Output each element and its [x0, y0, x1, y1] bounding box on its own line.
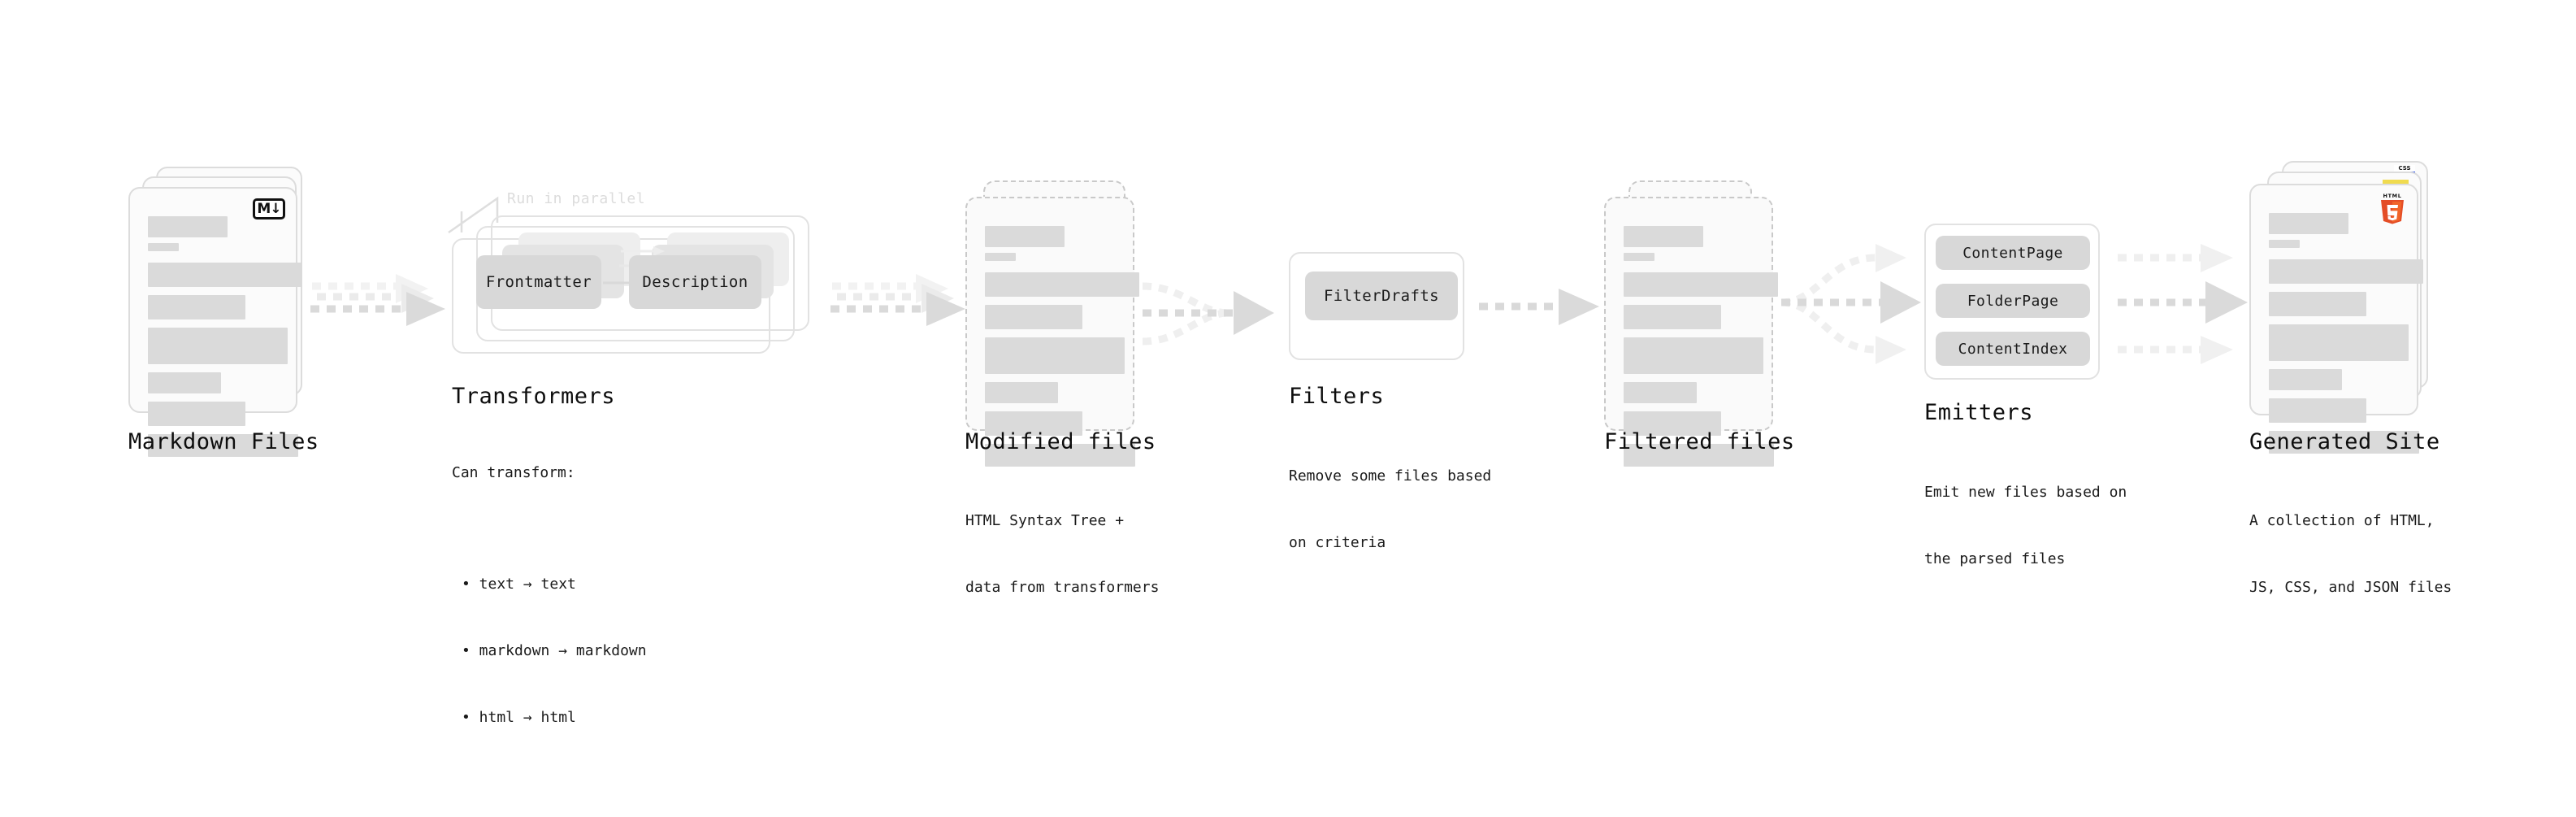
doc-placeholder-bar — [985, 305, 1082, 329]
modified-caption-line-1: HTML Syntax Tree + — [965, 511, 1125, 529]
doc-placeholder-bar — [2269, 431, 2419, 454]
generated-card-front: HTML — [2249, 184, 2423, 454]
emitters-caption-line-1: Emit new files based on — [1924, 483, 2127, 501]
run-in-parallel-label: Run in parallel — [507, 190, 646, 207]
transformers-bullet-list: • text → text • markdown → markdown • ht… — [452, 528, 647, 773]
generated-card-placeholder-lines — [2269, 213, 2423, 454]
doc-placeholder-bar — [148, 328, 288, 364]
emitters-heading: Emitters — [1924, 400, 2034, 425]
filtered-card-placeholder-lines — [1624, 226, 1778, 467]
doc-placeholder-bar — [985, 272, 1139, 297]
doc-placeholder-bar — [148, 243, 179, 251]
doc-placeholder-bar — [1624, 444, 1774, 467]
transformers-caption: Can transform: • text → text • markdown … — [452, 417, 647, 817]
html5-icon: HTML — [2378, 192, 2407, 224]
doc-placeholder-bar — [148, 216, 228, 237]
doc-placeholder-bar — [2269, 398, 2366, 423]
emitter-chip-contentindex[interactable]: ContentIndex — [1936, 332, 2090, 366]
doc-placeholder-bar — [148, 372, 221, 393]
doc-placeholder-bar — [148, 295, 245, 319]
doc-placeholder-bar — [2269, 240, 2300, 248]
arrow-triple-icon — [830, 274, 965, 326]
doc-placeholder-bar — [1624, 272, 1778, 297]
arrow-triple-icon — [310, 274, 445, 326]
transformers-bullet-1: • markdown → markdown — [462, 641, 647, 659]
doc-placeholder-bar — [1624, 305, 1721, 329]
generated-site-heading: Generated Site — [2249, 429, 2440, 454]
emitters-group: ContentPage FolderPage ContentIndex — [1924, 224, 2100, 380]
transformers-group: Run in parallel Frontmatter Description — [448, 190, 826, 364]
markdown-files-stack: M↓ M↓ M↓ — [128, 167, 315, 457]
doc-placeholder-bar — [148, 263, 302, 287]
filters-caption-line-1: Remove some files based — [1289, 467, 1492, 485]
doc-placeholder-bar — [148, 402, 245, 426]
markdown-card-front: M↓ — [128, 187, 302, 457]
doc-placeholder-bar — [985, 226, 1065, 247]
connector-markdown-to-transformers — [310, 272, 449, 350]
arrow-fanout-icon — [1780, 244, 1921, 364]
modified-files-heading: Modified files — [965, 429, 1156, 454]
modified-files-caption: HTML Syntax Tree + data from transformer… — [965, 465, 1159, 643]
doc-placeholder-bar — [985, 253, 1016, 261]
connector-modified-to-filters — [1138, 268, 1288, 366]
emitters-caption: Emit new files based on the parsed files — [1924, 437, 2127, 615]
doc-placeholder-bar — [148, 434, 298, 457]
doc-placeholder-bar — [985, 411, 1082, 436]
doc-placeholder-bar — [985, 444, 1135, 467]
connector-filtered-to-emitters — [1778, 236, 1941, 390]
doc-placeholder-bar — [2269, 213, 2348, 234]
filters-caption: Remove some files based on criteria — [1289, 420, 1491, 598]
transformers-heading: Transformers — [452, 384, 616, 409]
doc-placeholder-bar — [1624, 382, 1697, 403]
emitter-chip-contentpage[interactable]: ContentPage — [1936, 236, 2090, 270]
transformers-bullet-0: • text → text — [462, 575, 576, 593]
markdown-icon: M↓ — [253, 198, 285, 219]
modified-card-front — [965, 197, 1139, 467]
emitters-caption-line-2: the parsed files — [1924, 550, 2066, 567]
modified-card-placeholder-lines — [985, 226, 1139, 467]
pipeline-diagram: M↓ M↓ M↓ Markdown Files Run in parallel — [128, 161, 2452, 726]
modified-files-stack — [965, 180, 1144, 467]
run-in-parallel-bracket-icon — [448, 196, 499, 234]
arrow-single-icon — [1479, 289, 1599, 325]
doc-placeholder-bar — [1624, 226, 1703, 247]
transformers-caption-intro: Can transform: — [452, 463, 575, 481]
doc-placeholder-bar — [2269, 259, 2423, 284]
doc-placeholder-bar — [985, 382, 1058, 403]
generated-site-stack: CSS HTML — [2249, 161, 2436, 454]
doc-placeholder-bar — [1624, 253, 1654, 261]
filters-caption-line-2: on criteria — [1289, 533, 1386, 551]
arrow-merge-icon — [1142, 282, 1274, 345]
doc-placeholder-bar — [1624, 411, 1721, 436]
filtered-card-front — [1604, 197, 1778, 467]
connector-emitters-to-generated — [2114, 236, 2269, 390]
filters-group: FilterDrafts — [1289, 252, 1464, 360]
connector-filters-to-filtered — [1477, 289, 1607, 337]
arrow-fanout-icon — [2118, 244, 2248, 364]
doc-placeholder-bar — [1624, 337, 1763, 374]
filtered-files-heading: Filtered files — [1604, 429, 1795, 454]
transformer-chip-frontmatter[interactable]: Frontmatter — [476, 255, 601, 309]
doc-placeholder-bar — [2269, 324, 2409, 361]
connector-transformers-to-modified — [830, 272, 969, 350]
filters-heading: Filters — [1289, 384, 1385, 409]
modified-caption-line-2: data from transformers — [965, 578, 1160, 596]
doc-placeholder-bar — [2269, 292, 2366, 316]
generated-caption-line-2: JS, CSS, and JSON files — [2249, 578, 2452, 596]
doc-placeholder-bar — [2269, 369, 2342, 390]
transformer-chip-description[interactable]: Description — [629, 255, 761, 309]
svg-text:HTML: HTML — [2383, 193, 2402, 199]
emitter-chip-folderpage[interactable]: FolderPage — [1936, 284, 2090, 318]
filtered-files-stack — [1604, 180, 1783, 467]
generated-caption-line-1: A collection of HTML, — [2249, 511, 2435, 529]
markdown-card-placeholder-lines — [148, 216, 302, 457]
transformers-bullet-2: • html → html — [462, 708, 576, 726]
markdown-files-heading: Markdown Files — [128, 429, 319, 454]
doc-placeholder-bar — [985, 337, 1125, 374]
filter-chip-filterdrafts[interactable]: FilterDrafts — [1305, 272, 1458, 320]
generated-site-caption: A collection of HTML, JS, CSS, and JSON … — [2249, 465, 2452, 643]
